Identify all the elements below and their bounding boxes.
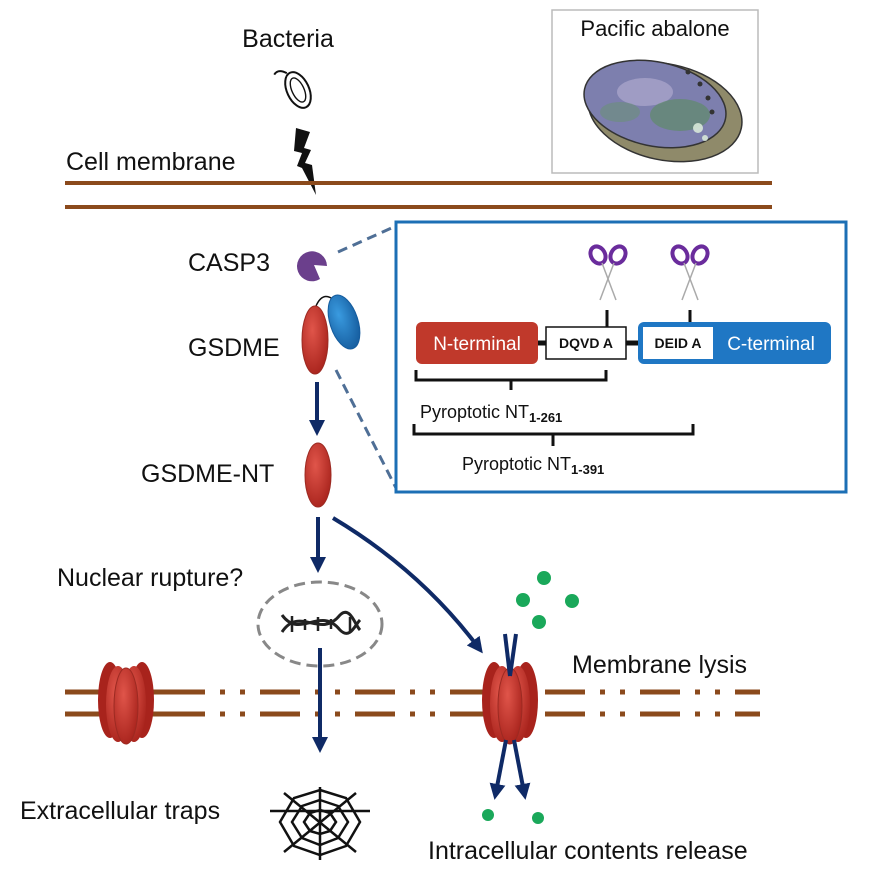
fragment2-label: Pyroptotic NT1-391 [462,454,604,477]
content-dot [532,615,546,629]
casp3-pacman-icon [297,251,327,282]
pore-icon [482,662,538,745]
bacteria-label: Bacteria [242,25,334,53]
gsdme-label: GSDME [188,334,280,362]
release-arrow [489,739,508,800]
bacterium-icon [273,70,312,109]
contents-release-label: Intracellular contents release [428,837,748,865]
abalone-image [583,59,743,163]
fragment1-label: Pyroptotic NT1-261 [420,402,562,425]
extracellular-traps-label: Extracellular traps [20,797,220,825]
nucleus-outline [256,580,384,668]
spider-web-icon [270,787,370,860]
content-dot [565,594,579,608]
c-terminal-label: C-terminal [727,334,815,355]
cell-membrane-label: Cell membrane [66,148,236,176]
release-arrow [512,739,531,800]
dna-icon [280,610,362,635]
content-dot [532,812,544,824]
lightning-icon [294,128,316,195]
site1-label: DQVD A [559,335,613,351]
gsdme-nt-label: GSDME-NT [141,460,274,488]
n-terminal-label: N-terminal [433,334,521,355]
bracket-nt-1-261 [414,370,608,390]
content-dot [516,593,530,607]
nuclear-rupture-label: Nuclear rupture? [57,564,243,592]
domain-inset: N-terminal DQVD A DEID A C-terminal Pyro… [394,220,848,494]
lysed-membrane [65,689,760,717]
site2-label: DEID A [655,335,702,351]
scissors-icon [670,244,710,301]
zoom-line-top [337,224,397,254]
n-terminal-domain [416,322,538,364]
zoom-line-bottom [334,369,398,489]
gsdme-protein [301,294,361,375]
pathway-arrow-membrane [331,516,483,654]
site1-box [545,326,627,360]
species-label: Pacific abalone [580,16,729,41]
pore-icon [98,662,154,745]
gsdme-nt-protein [304,442,332,508]
membrane-lysis-label: Membrane lysis [572,651,747,679]
site2-box [643,327,713,359]
bracket-nt-1-391 [412,424,695,446]
content-dot [482,809,494,821]
content-dot [537,571,551,585]
scissors-icon [588,244,628,301]
casp3-label: CASP3 [188,249,270,277]
abalone-panel: Pacific abalone [551,9,759,174]
